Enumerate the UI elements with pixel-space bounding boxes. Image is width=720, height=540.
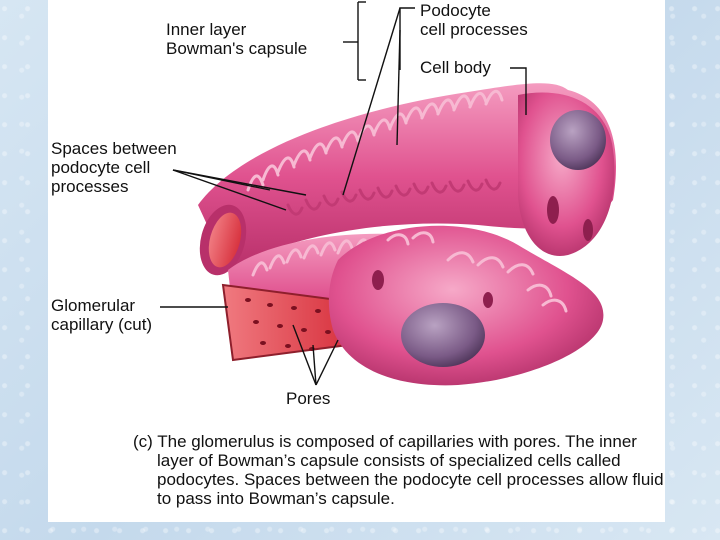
label-spaces: Spaces between podocyte cell processes bbox=[51, 139, 177, 196]
slide-panel: Inner layer Bowman's capsule Podocyte ce… bbox=[48, 0, 665, 522]
label-cell-body: Cell body bbox=[420, 58, 491, 77]
label-pores: Pores bbox=[286, 389, 330, 408]
upper-nucleus bbox=[550, 110, 606, 170]
label-glomerular-capillary: Glomerular capillary (cut) bbox=[51, 296, 152, 334]
label-podocyte-processes: Podocyte cell processes bbox=[420, 1, 528, 39]
lower-nucleus bbox=[401, 303, 485, 367]
figure-caption: (c) The glomerulus is composed of capill… bbox=[133, 432, 677, 508]
label-inner-layer: Inner layer Bowman's capsule bbox=[166, 20, 307, 58]
